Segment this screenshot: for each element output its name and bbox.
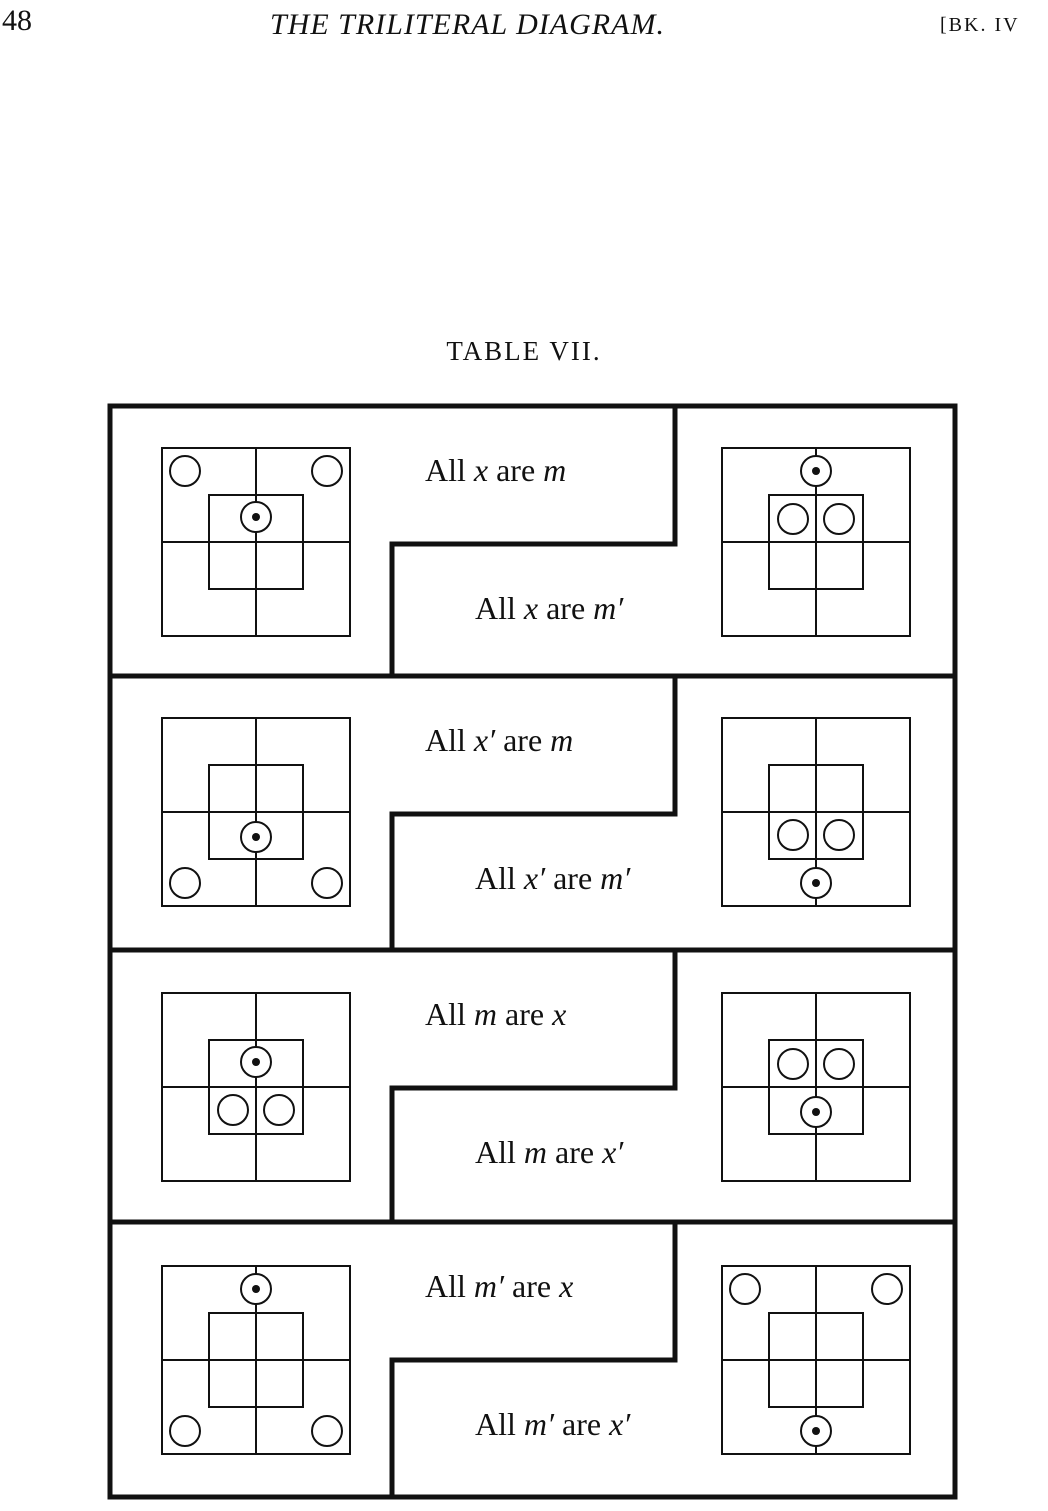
proposition-copula: are (538, 590, 594, 626)
empty-counter-icon (871, 1273, 903, 1305)
proposition-predicate: m (550, 722, 574, 758)
proposition-copula: are (547, 1134, 603, 1170)
proposition-quantifier: All (425, 722, 474, 758)
proposition-subject: m′ (523, 1406, 554, 1442)
step-divider (389, 950, 678, 1222)
empty-counter-icon (217, 1094, 249, 1126)
proposition-subject: x (523, 590, 539, 626)
section-reference: [BK. IV (940, 14, 1020, 36)
left-diagram (161, 992, 351, 1182)
proposition-lower: All m are x′ (475, 1134, 623, 1171)
left-diagram (161, 717, 351, 907)
counter-dot (252, 513, 260, 521)
proposition-copula: are (488, 452, 544, 488)
proposition-quantifier: All (475, 590, 524, 626)
counter-dot (812, 1108, 820, 1116)
proposition-quantifier: All (475, 1134, 524, 1170)
page-number: 48 (2, 4, 32, 37)
empty-counter-icon (777, 1048, 809, 1080)
proposition-subject: x (473, 452, 489, 488)
counter-dot (812, 879, 820, 887)
proposition-predicate: x′ (602, 1134, 624, 1170)
table-frame (107, 403, 958, 1500)
counter-dot (252, 1285, 260, 1293)
proposition-copula: are (545, 860, 601, 896)
proposition-subject: m (473, 996, 497, 1032)
empty-counter-icon (263, 1094, 295, 1126)
proposition-quantifier: All (475, 860, 524, 896)
counter-dot (812, 1427, 820, 1435)
proposition-quantifier: All (425, 452, 474, 488)
proposition-predicate: m (543, 452, 567, 488)
empty-counter-icon (311, 867, 343, 899)
proposition-subject: x′ (473, 722, 496, 758)
empty-counter-icon (823, 503, 855, 535)
step-divider (389, 1222, 678, 1497)
proposition-copula: are (495, 722, 551, 758)
empty-counter-icon (777, 819, 809, 851)
running-title: THE TRILITERAL DIAGRAM. (270, 8, 665, 41)
table-title: TABLE VII. (446, 336, 602, 366)
proposition-copula: are (504, 1268, 560, 1304)
empty-counter-icon (729, 1273, 761, 1305)
proposition-quantifier: All (475, 1406, 524, 1442)
proposition-upper: All m are x (425, 996, 566, 1033)
proposition-lower: All x are m′ (475, 590, 623, 627)
proposition-subject: x′ (523, 860, 546, 896)
empty-counter-icon (823, 1048, 855, 1080)
step-divider (389, 406, 678, 676)
empty-counter-icon (311, 455, 343, 487)
right-diagram (721, 992, 911, 1182)
counter-dot (812, 467, 820, 475)
proposition-upper: All x are m (425, 452, 566, 489)
empty-counter-icon (169, 455, 201, 487)
right-diagram (721, 1265, 911, 1455)
proposition-subject: m (523, 1134, 547, 1170)
left-diagram (161, 447, 351, 637)
proposition-lower: All m′ are x′ (475, 1406, 630, 1443)
counter-dot (252, 833, 260, 841)
right-diagram (721, 717, 911, 907)
proposition-quantifier: All (425, 996, 474, 1032)
proposition-predicate: m′ (600, 860, 631, 896)
empty-counter-icon (311, 1415, 343, 1447)
proposition-upper: All m′ are x (425, 1268, 573, 1305)
left-diagram (161, 1265, 351, 1455)
proposition-copula: are (497, 996, 553, 1032)
proposition-copula: are (554, 1406, 610, 1442)
proposition-predicate: x (552, 996, 567, 1032)
proposition-quantifier: All (425, 1268, 474, 1304)
proposition-lower: All x′ are m′ (475, 860, 630, 897)
empty-counter-icon (823, 819, 855, 851)
empty-counter-icon (777, 503, 809, 535)
proposition-predicate: x (559, 1268, 574, 1304)
right-diagram (721, 447, 911, 637)
empty-counter-icon (169, 1415, 201, 1447)
proposition-upper: All x′ are m (425, 722, 573, 759)
empty-counter-icon (169, 867, 201, 899)
diagrams (161, 447, 911, 1455)
proposition-predicate: x′ (609, 1406, 631, 1442)
proposition-predicate: m′ (593, 590, 624, 626)
step-divider (389, 676, 678, 950)
proposition-subject: m′ (473, 1268, 504, 1304)
counter-dot (252, 1058, 260, 1066)
